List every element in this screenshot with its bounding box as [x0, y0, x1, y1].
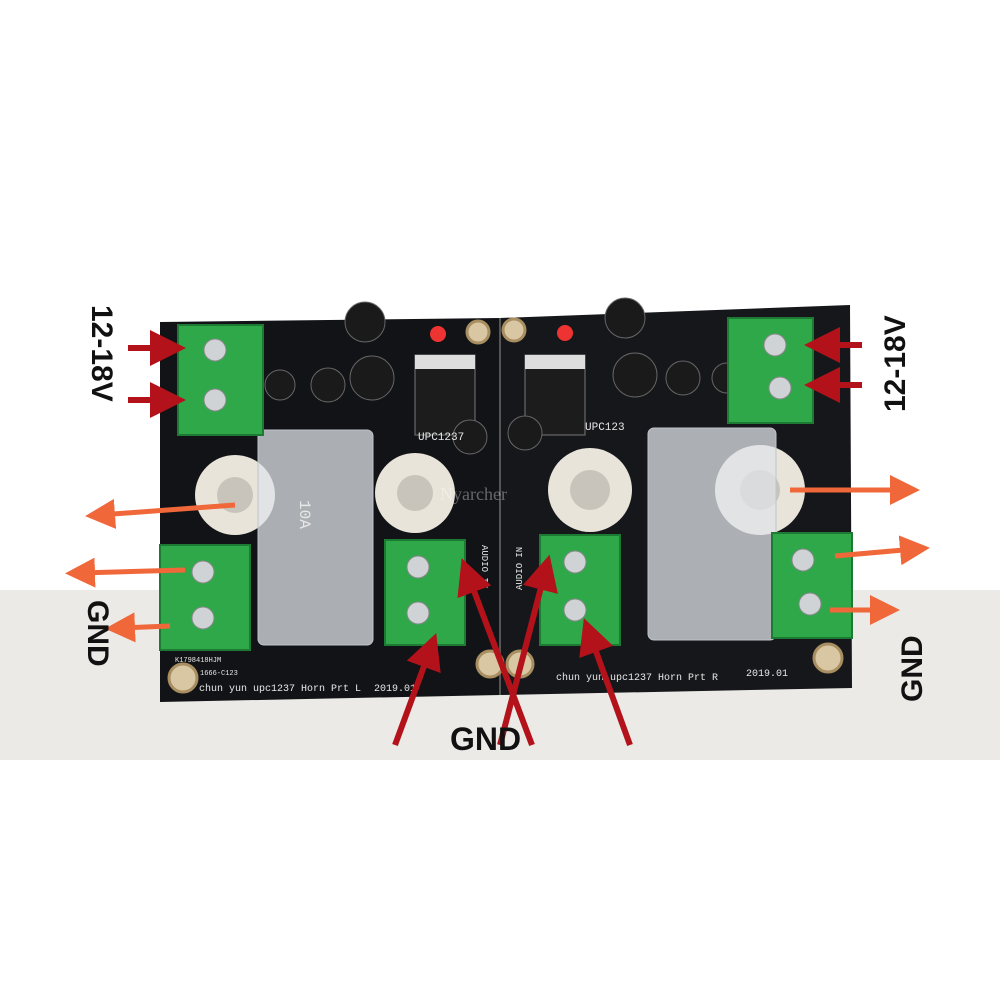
regulator-tabs	[415, 355, 585, 369]
audio-in-left: AUDIO IN	[479, 545, 489, 588]
gnd-label-right: GND	[896, 635, 929, 702]
board-date-right: 2019.01	[746, 669, 788, 680]
relay-rating: 10A	[295, 500, 313, 529]
terminal-screws	[191, 333, 822, 630]
voltage-label-right: 12-18V	[879, 315, 912, 412]
board-date-left: 2019.01	[374, 684, 416, 695]
relay-left	[257, 429, 374, 646]
chip-label-left: UPC1237	[418, 432, 464, 444]
chip-label-right: UPC123	[585, 422, 625, 434]
capacitors	[264, 297, 743, 455]
relay-code: K1798418HJM	[175, 657, 221, 665]
watermark: Nyarcher	[440, 484, 507, 504]
voltage-label-left: 12-18V	[85, 305, 118, 402]
relay-right	[647, 427, 777, 641]
led-right	[557, 325, 573, 341]
gnd-label-center: GND	[450, 721, 521, 757]
relay-code-2: 1666-C123	[200, 670, 238, 678]
audio-in-right: AUDIO IN	[515, 547, 525, 590]
led-left	[430, 326, 446, 342]
orange-arrows	[65, 475, 930, 643]
board-label-left: chun yun upc1237 Horn Prt L	[199, 683, 361, 695]
red-arrows	[128, 327, 862, 747]
gnd-label-left: GND	[81, 600, 114, 667]
board-label-right: chun yun upc1237 Horn Prt R	[556, 672, 718, 684]
